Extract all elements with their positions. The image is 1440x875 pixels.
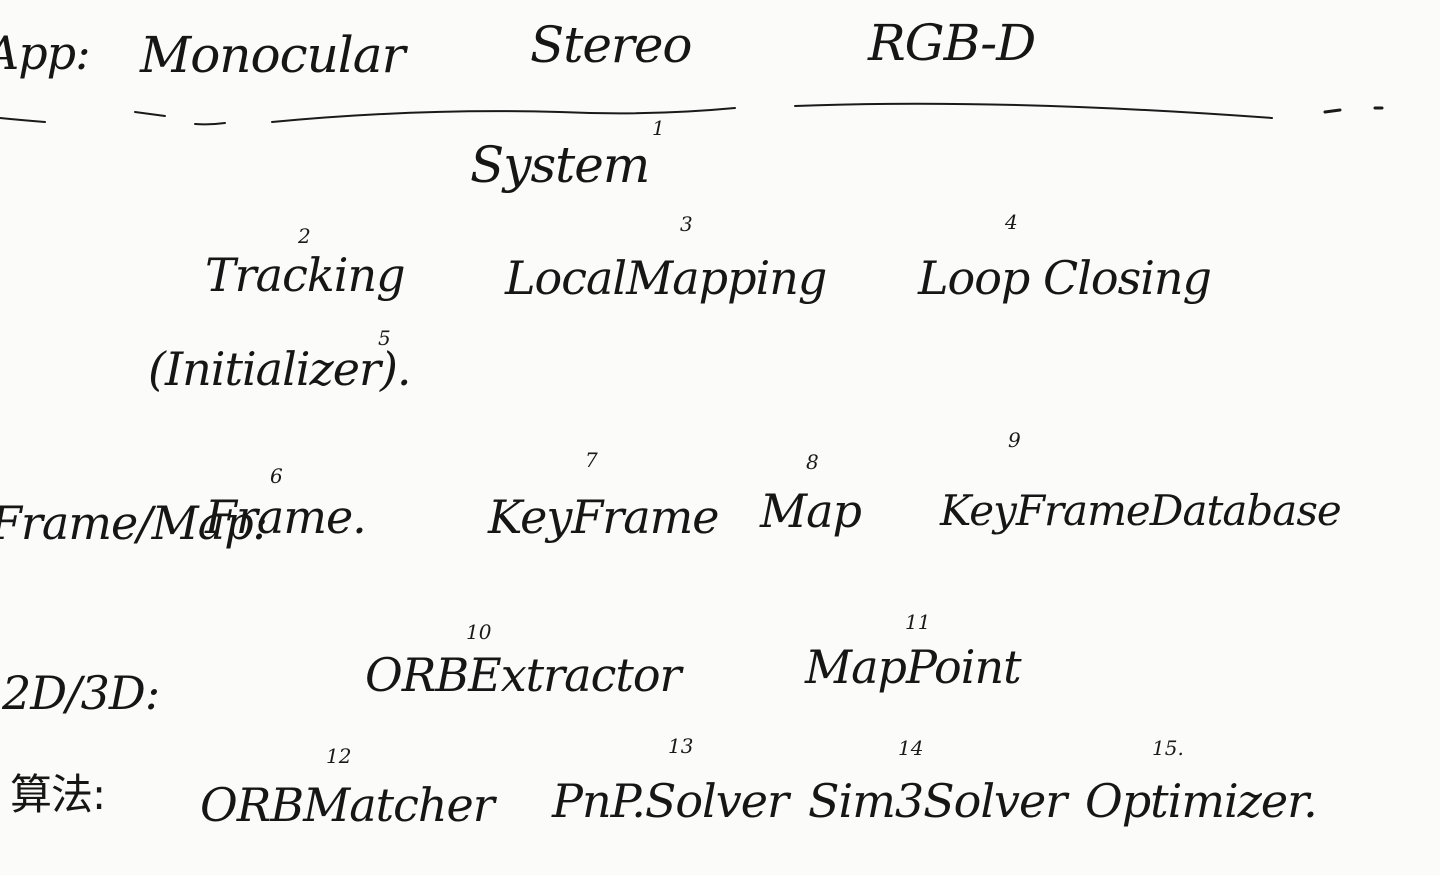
initializer-number: 5 bbox=[378, 326, 391, 350]
item-optimizer-number: 15. bbox=[1152, 736, 1184, 760]
frame-map-row-label: Frame/Map: bbox=[0, 496, 268, 550]
item-orb-extractor: ORBExtractor bbox=[365, 648, 682, 702]
item-pnp-solver-number: 13 bbox=[668, 734, 694, 758]
item-orb-extractor-number: 10 bbox=[466, 620, 492, 644]
item-map-point-number: 11 bbox=[905, 610, 931, 634]
app-item-monocular: Monocular bbox=[140, 26, 406, 84]
item-keyframe-number: 7 bbox=[585, 448, 598, 472]
app-row-label: App: bbox=[0, 26, 91, 80]
item-sim3-solver-number: 14 bbox=[898, 736, 924, 760]
item-map-number: 8 bbox=[806, 450, 819, 474]
item-keyframe-database: KeyFrameDatabase bbox=[940, 486, 1342, 535]
item-orb-matcher-number: 12 bbox=[326, 744, 352, 768]
system-number: 1 bbox=[652, 116, 665, 140]
item-map-point: MapPoint bbox=[805, 640, 1022, 694]
algo-row-label: 算法: bbox=[10, 770, 106, 819]
item-optimizer: Optimizer. bbox=[1085, 774, 1318, 828]
thread-loop-closing-number: 4 bbox=[1005, 210, 1018, 234]
app-item-stereo: Stereo bbox=[530, 16, 693, 74]
thread-tracking: Tracking bbox=[205, 248, 406, 302]
item-frame: Frame. bbox=[205, 490, 367, 544]
item-keyframe: KeyFrame bbox=[488, 490, 720, 544]
thread-local-mapping-number: 3 bbox=[680, 212, 693, 236]
app-divider-line bbox=[0, 102, 1384, 126]
app-item-rgbd: RGB-D bbox=[868, 14, 1036, 72]
row-2d3d-label: 2D/3D: bbox=[2, 666, 160, 720]
item-orb-matcher: ORBMatcher bbox=[200, 778, 495, 832]
thread-local-mapping: LocalMapping bbox=[505, 251, 827, 305]
item-map: Map bbox=[760, 484, 862, 538]
item-frame-number: 6 bbox=[270, 464, 283, 488]
item-keyframe-database-number: 9 bbox=[1008, 428, 1021, 452]
item-pnp-solver: PnP.Solver bbox=[552, 774, 789, 828]
thread-loop-closing: Loop Closing bbox=[918, 251, 1212, 305]
system-label: System bbox=[470, 136, 650, 194]
thread-tracking-number: 2 bbox=[298, 224, 311, 248]
initializer-label: (Initializer). bbox=[148, 342, 412, 396]
item-sim3-solver: Sim3Solver bbox=[808, 774, 1067, 828]
